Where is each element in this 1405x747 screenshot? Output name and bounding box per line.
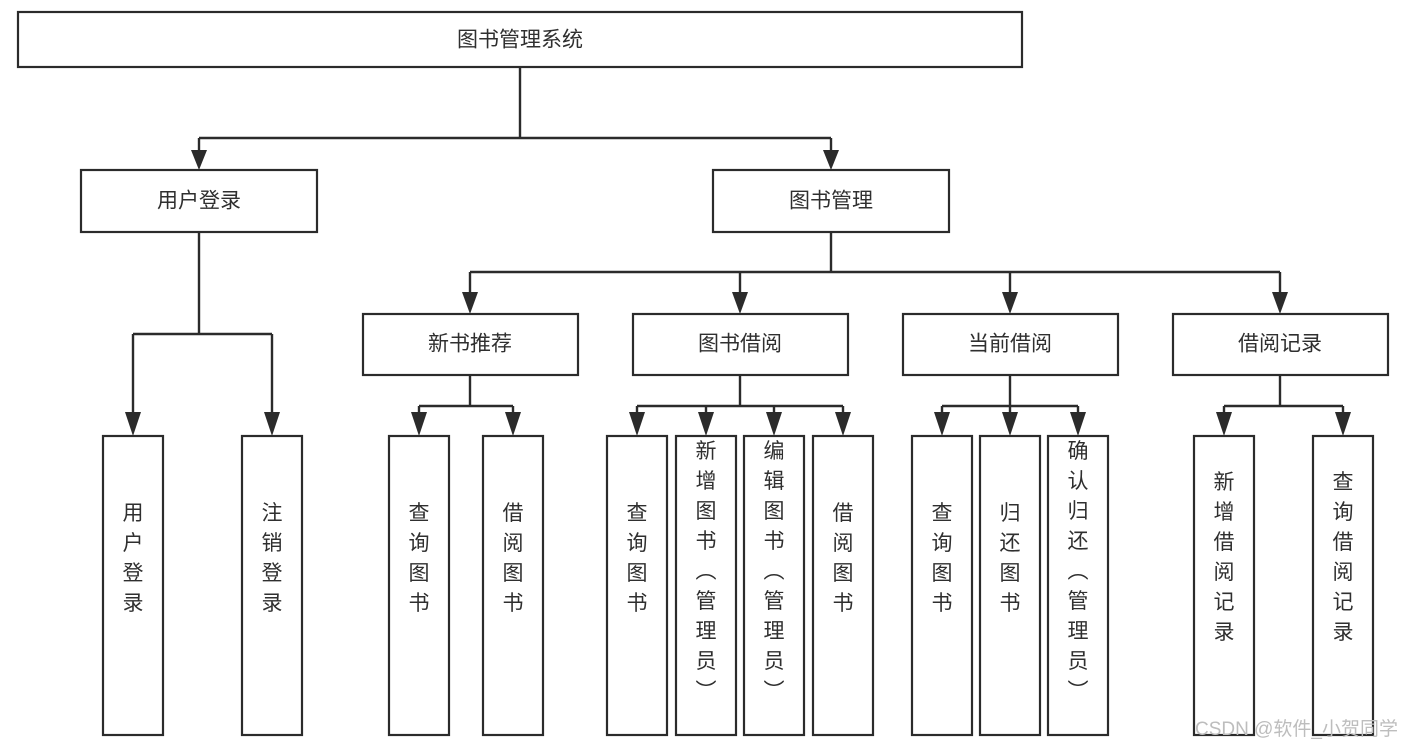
node-leaf-edit-book-box[interactable]: [742, 434, 806, 737]
node-current-borrow[interactable]: 当前借阅: [901, 312, 1120, 377]
node-leaf-logout[interactable]: 注销登录: [240, 434, 304, 737]
arrow-head-bookborrow-leaf-1: [629, 412, 645, 436]
arrow-head-leaf-user-login: [125, 412, 141, 436]
node-current-borrow-label: 当前借阅: [968, 333, 1052, 356]
node-leaf-query-book-current-label: 查询图书: [932, 502, 953, 615]
node-borrow-record-box[interactable]: [1171, 312, 1390, 377]
arrow-head-bookborrow-leaf-2: [698, 412, 714, 436]
node-leaf-query-book-borrow-label: 查询图书: [627, 502, 648, 615]
node-root-system[interactable]: 图书管理系统: [16, 10, 1024, 69]
node-leaf-borrow-book-label: 借阅图书: [833, 502, 854, 615]
arrow-head-borrowrecord-leaf-2: [1335, 412, 1351, 436]
arrow-head-user-login: [191, 150, 207, 170]
node-new-book-recommend-box[interactable]: [361, 312, 580, 377]
arrow-head-currentborrow: [1002, 292, 1018, 314]
node-leaf-confirm-return-label: 确认归还︵管理员︶: [1068, 440, 1089, 703]
node-leaf-add-borrow-record-box[interactable]: [1192, 434, 1256, 737]
node-leaf-borrow-book-rec[interactable]: 借阅图书: [481, 434, 545, 737]
connectors-layer: [125, 67, 1351, 436]
arrow-head-currentborrow-leaf-3: [1070, 412, 1086, 436]
arrow-head-currentborrow-leaf-2: [1002, 412, 1018, 436]
arrow-head-currentborrow-leaf-1: [934, 412, 950, 436]
node-leaf-query-book-current[interactable]: 查询图书: [910, 434, 974, 737]
arrow-head-leaf-logout: [264, 412, 280, 436]
node-leaf-query-book-rec[interactable]: 查询图书: [387, 434, 451, 737]
node-root-box[interactable]: [16, 10, 1024, 69]
node-book-borrow-box[interactable]: [631, 312, 850, 377]
node-leaf-user-login[interactable]: 用户登录: [101, 434, 165, 737]
node-leaf-borrow-book-rec-label: 借阅图书: [503, 502, 524, 615]
node-leaf-logout-box[interactable]: [240, 434, 304, 737]
arrow-head-borrowrecord-leaf-1: [1216, 412, 1232, 436]
node-leaf-query-book-borrow-box[interactable]: [605, 434, 669, 737]
arrow-head-bookborrow-leaf-4: [835, 412, 851, 436]
node-leaf-query-book-borrow[interactable]: 查询图书: [605, 434, 669, 737]
node-book-management[interactable]: 图书管理: [711, 168, 951, 234]
arrow-head-newbook-leaf-1: [411, 412, 427, 436]
node-user-login[interactable]: 用户登录: [79, 168, 319, 234]
node-leaf-edit-book[interactable]: 编辑图书︵管理员︶: [742, 434, 806, 737]
node-leaf-confirm-return-box[interactable]: [1046, 434, 1110, 737]
node-leaf-query-book-rec-box[interactable]: [387, 434, 451, 737]
node-leaf-return-book-label: 归还图书: [1000, 502, 1021, 615]
node-leaf-query-borrow-record[interactable]: 查询借阅记录: [1311, 434, 1375, 737]
watermark-label: CSDN @软件_小贺同学: [1195, 718, 1398, 740]
arrow-head-bookborrow: [732, 292, 748, 314]
arrow-head-book-manage: [823, 150, 839, 170]
node-borrow-record[interactable]: 借阅记录: [1171, 312, 1390, 377]
node-book-borrow[interactable]: 图书借阅: [631, 312, 850, 377]
node-leaf-borrow-book-box[interactable]: [811, 434, 875, 737]
node-leaf-confirm-return[interactable]: 确认归还︵管理员︶: [1046, 434, 1110, 737]
node-leaf-add-borrow-record-label: 新增借阅记录: [1214, 471, 1235, 644]
node-borrow-record-label: 借阅记录: [1238, 333, 1322, 356]
node-leaf-logout-label: 注销登录: [262, 502, 283, 615]
node-user-login-label: 用户登录: [157, 190, 241, 213]
node-leaf-add-book[interactable]: 新增图书︵管理员︶: [674, 434, 738, 737]
node-leaf-return-book[interactable]: 归还图书: [978, 434, 1042, 737]
node-leaf-query-book-current-box[interactable]: [910, 434, 974, 737]
node-leaf-query-borrow-record-box[interactable]: [1311, 434, 1375, 737]
node-leaf-add-book-box[interactable]: [674, 434, 738, 737]
node-leaf-query-borrow-record-label: 查询借阅记录: [1333, 471, 1354, 644]
node-root-label: 图书管理系统: [457, 29, 583, 52]
node-leaf-add-book-label: 新增图书︵管理员︶: [696, 440, 717, 703]
arrow-head-newbook: [462, 292, 478, 314]
arrow-head-newbook-leaf-2: [505, 412, 521, 436]
node-leaf-add-borrow-record[interactable]: 新增借阅记录: [1192, 434, 1256, 737]
node-leaf-borrow-book-rec-box[interactable]: [481, 434, 545, 737]
node-leaf-user-login-label: 用户登录: [123, 502, 144, 615]
node-book-borrow-label: 图书借阅: [698, 333, 782, 356]
node-user-login-box[interactable]: [79, 168, 319, 234]
node-leaf-query-book-rec-label: 查询图书: [409, 502, 430, 615]
node-book-management-box[interactable]: [711, 168, 951, 234]
node-current-borrow-box[interactable]: [901, 312, 1120, 377]
arrow-head-borrowrecord: [1272, 292, 1288, 314]
node-leaf-return-book-box[interactable]: [978, 434, 1042, 737]
node-new-book-recommend-label: 新书推荐: [428, 333, 512, 356]
node-leaf-edit-book-label: 编辑图书︵管理员︶: [764, 440, 785, 703]
node-book-management-label: 图书管理: [789, 190, 873, 213]
arrow-head-bookborrow-leaf-3: [766, 412, 782, 436]
node-leaf-user-login-box[interactable]: [101, 434, 165, 737]
node-leaf-borrow-book[interactable]: 借阅图书: [811, 434, 875, 737]
node-new-book-recommend[interactable]: 新书推荐: [361, 312, 580, 377]
